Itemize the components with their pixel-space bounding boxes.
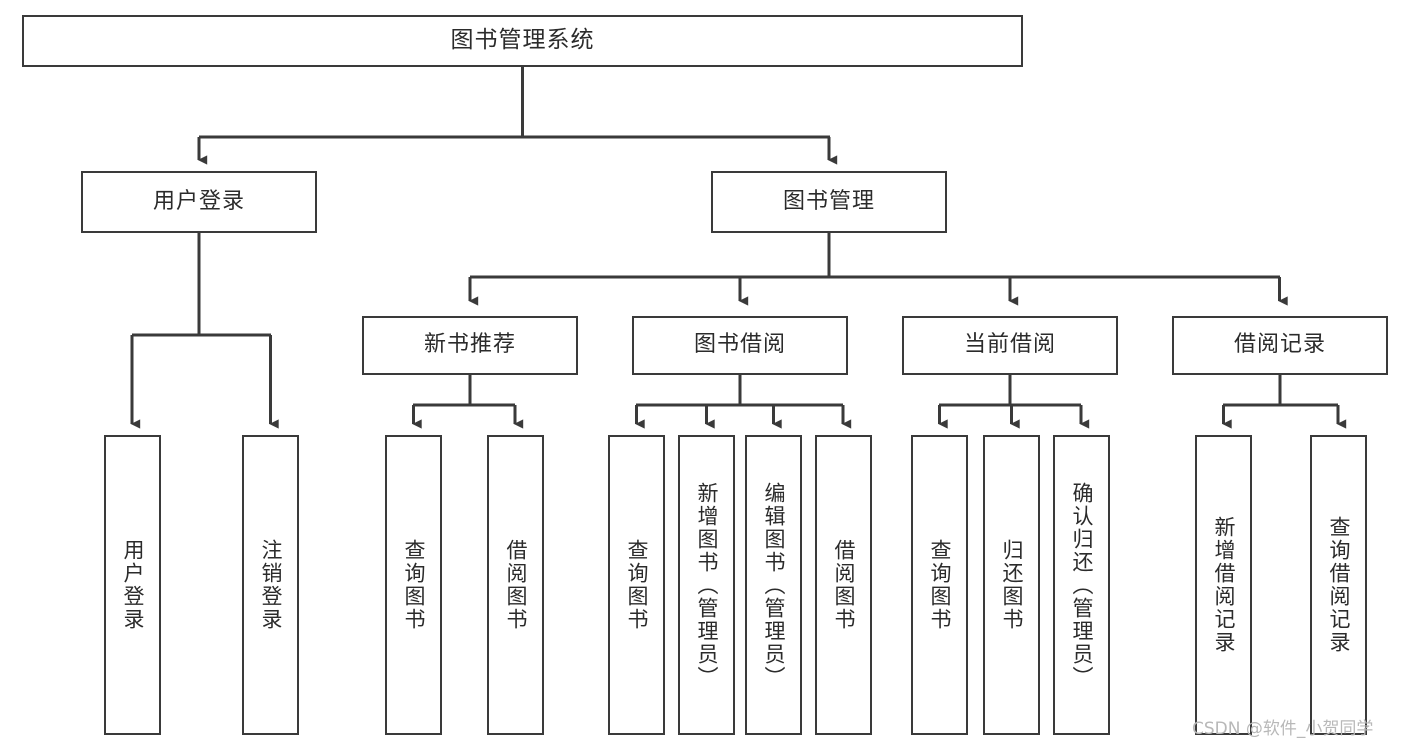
node-root-label: 图书管理系统 — [450, 27, 595, 54]
node-new-book-recommend[interactable]: 新书推荐 — [362, 316, 578, 375]
node-user-login-label: 用户登录 — [152, 188, 245, 214]
node-leaf-logout-label: 注销登录 — [258, 539, 283, 631]
node-book-borrow-label: 图书借阅 — [693, 332, 786, 358]
node-book-management[interactable]: 图书管理 — [711, 171, 947, 233]
node-book-management-label: 图书管理 — [782, 188, 875, 214]
node-leaf-add-book[interactable]: 新增图书（管理员） — [678, 435, 735, 735]
node-leaf-confirm-return[interactable]: 确认归还（管理员） — [1053, 435, 1110, 735]
node-leaf-query-record[interactable]: 查询借阅记录 — [1310, 435, 1367, 735]
node-leaf-user-login[interactable]: 用户登录 — [104, 435, 161, 735]
node-leaf-query-book-1-label: 查询图书 — [401, 539, 426, 631]
csdn-watermark: CSDN @软件_小贺同学 — [1192, 719, 1374, 739]
node-leaf-borrow-book-1-label: 借阅图书 — [503, 539, 528, 631]
node-leaf-add-book-label: 新增图书（管理员） — [694, 481, 719, 689]
node-borrow-record-label: 借阅记录 — [1233, 332, 1326, 358]
node-leaf-return-book[interactable]: 归还图书 — [983, 435, 1040, 735]
node-leaf-return-book-label: 归还图书 — [999, 539, 1024, 631]
node-leaf-edit-book-label: 编辑图书（管理员） — [761, 481, 786, 689]
node-leaf-add-record-label: 新增借阅记录 — [1211, 516, 1236, 654]
node-leaf-borrow-book-2-label: 借阅图书 — [831, 539, 856, 631]
node-root[interactable]: 图书管理系统 — [22, 15, 1023, 67]
node-leaf-borrow-book-1[interactable]: 借阅图书 — [487, 435, 544, 735]
node-book-borrow[interactable]: 图书借阅 — [632, 316, 848, 375]
node-borrow-record[interactable]: 借阅记录 — [1172, 316, 1388, 375]
node-leaf-query-book-3[interactable]: 查询图书 — [911, 435, 968, 735]
node-leaf-query-book-1[interactable]: 查询图书 — [385, 435, 442, 735]
node-current-borrow[interactable]: 当前借阅 — [902, 316, 1118, 375]
node-leaf-confirm-return-label: 确认归还（管理员） — [1069, 481, 1094, 689]
node-leaf-borrow-book-2[interactable]: 借阅图书 — [815, 435, 872, 735]
node-user-login[interactable]: 用户登录 — [81, 171, 317, 233]
node-current-borrow-label: 当前借阅 — [963, 332, 1056, 358]
node-leaf-user-login-label: 用户登录 — [120, 539, 145, 631]
node-leaf-query-book-2[interactable]: 查询图书 — [608, 435, 665, 735]
node-leaf-query-book-2-label: 查询图书 — [624, 539, 649, 631]
node-leaf-query-book-3-label: 查询图书 — [927, 539, 952, 631]
node-leaf-add-record[interactable]: 新增借阅记录 — [1195, 435, 1252, 735]
node-leaf-logout[interactable]: 注销登录 — [242, 435, 299, 735]
node-leaf-query-record-label: 查询借阅记录 — [1326, 516, 1351, 654]
node-new-book-recommend-label: 新书推荐 — [423, 332, 516, 358]
node-leaf-edit-book[interactable]: 编辑图书（管理员） — [745, 435, 802, 735]
